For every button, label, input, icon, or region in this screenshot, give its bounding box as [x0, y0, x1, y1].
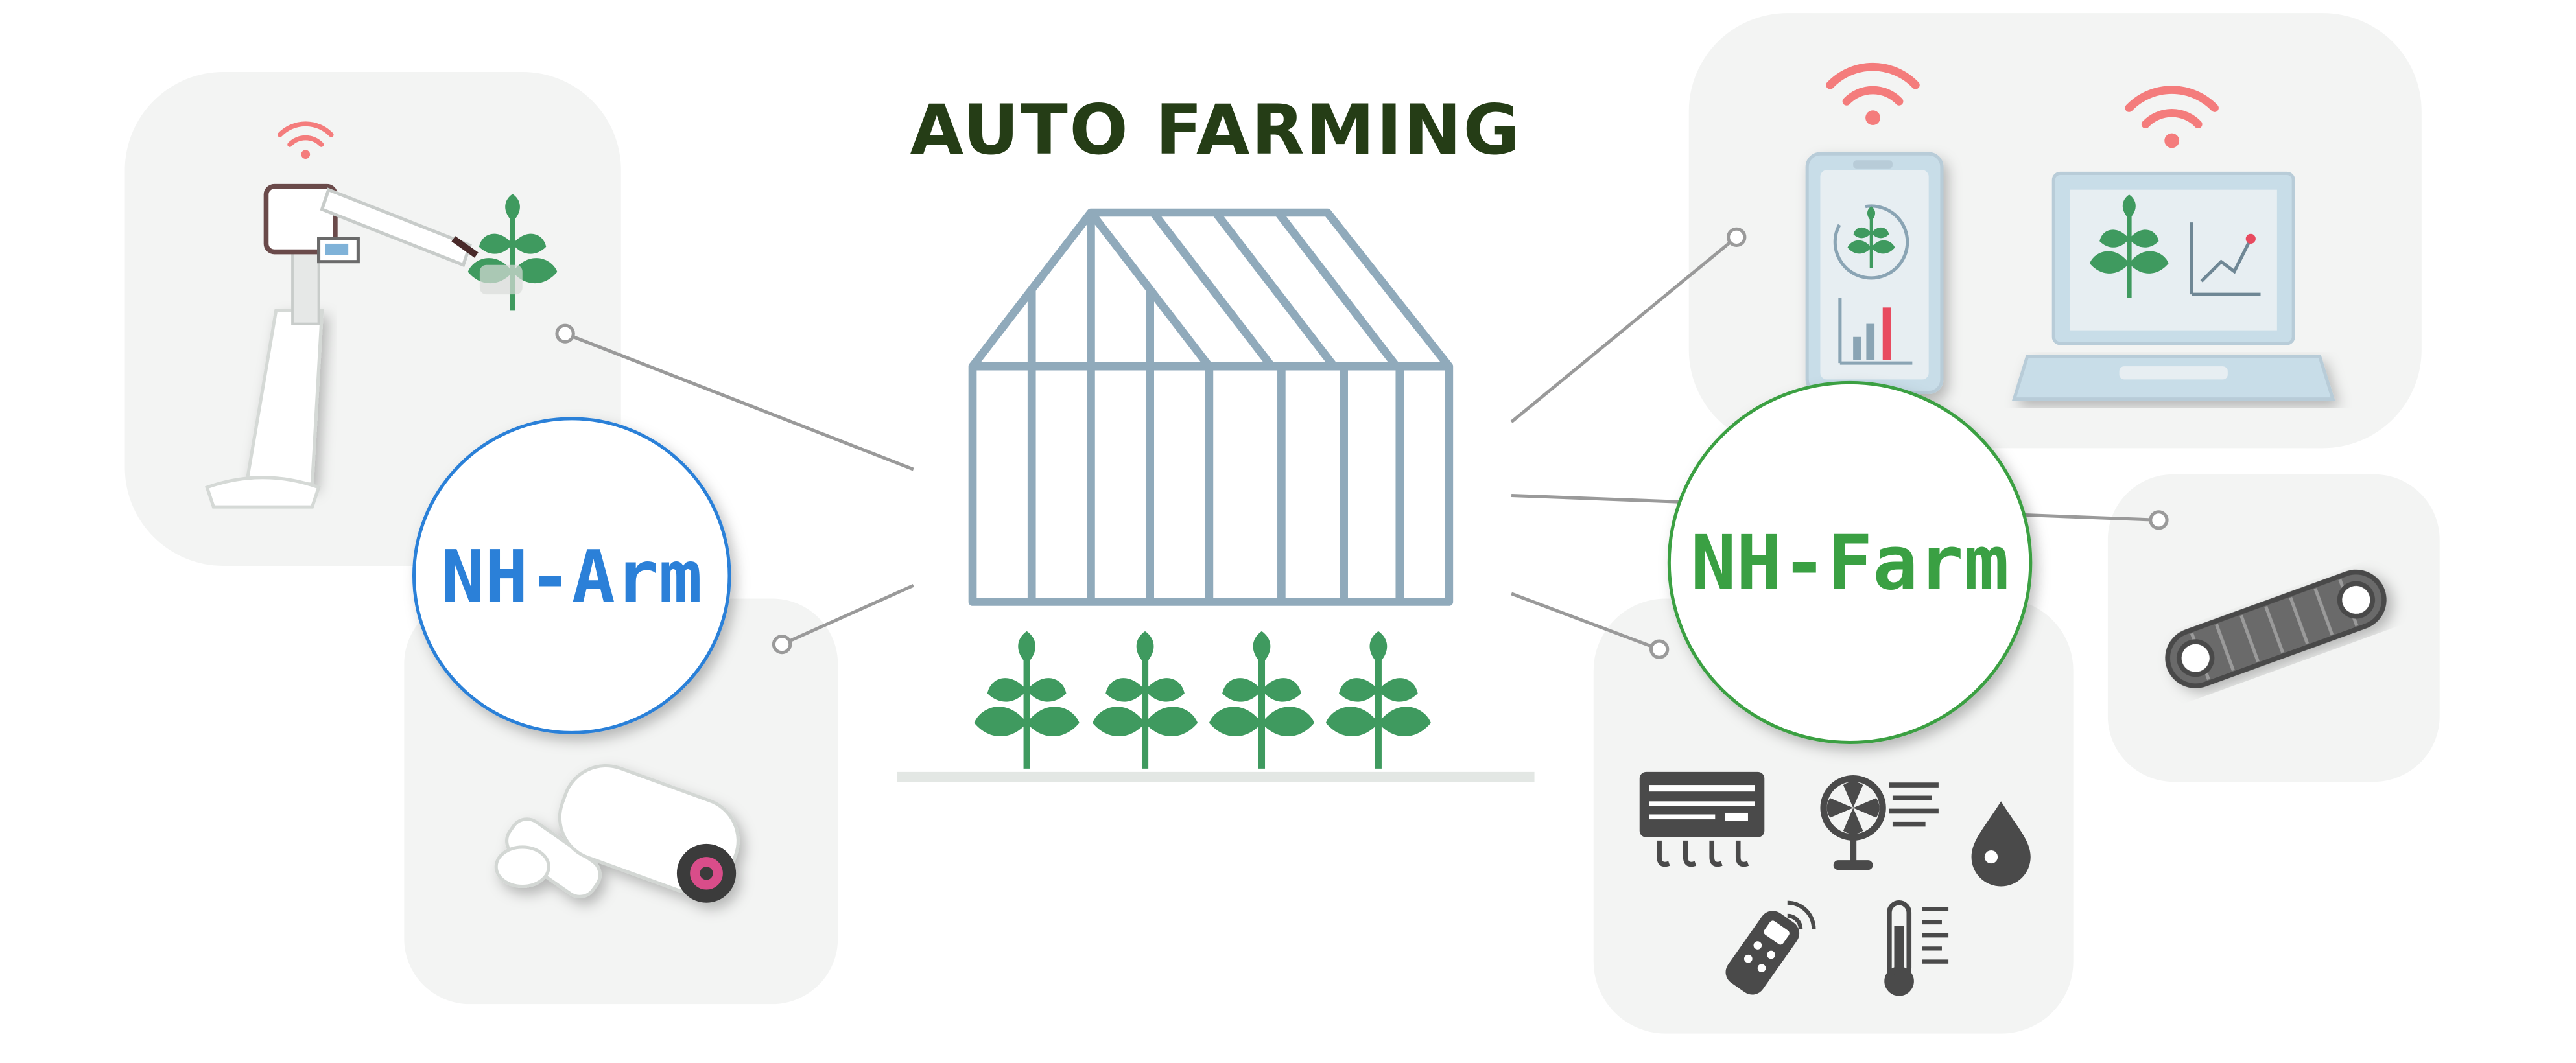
water-drop-highlight — [1984, 850, 1998, 864]
fan-icon — [1820, 775, 1939, 870]
plant-icon — [1093, 631, 1198, 769]
robot-arm-icon — [205, 124, 479, 509]
water-drop-icon — [1971, 801, 2031, 887]
camera-icon — [494, 764, 740, 903]
pot — [479, 264, 523, 295]
signal-waves — [1787, 900, 1816, 929]
connector-dot — [555, 323, 575, 344]
nh-arm-label: NH-Arm — [441, 536, 702, 620]
connector-dot — [2149, 510, 2169, 530]
remote-control-icon — [1725, 911, 1800, 995]
smartphone-icon — [1805, 67, 1944, 395]
connector-dot — [1649, 639, 1670, 659]
nh-farm-label: NH-Farm — [1690, 520, 2009, 607]
nh-arm-badge — [412, 417, 731, 734]
title: AUTO FARMING — [910, 90, 1522, 170]
laptop-icon — [2012, 90, 2335, 401]
nh-farm-badge — [1667, 380, 2033, 744]
greenhouse-icon — [968, 208, 1454, 606]
conveyor-belt-icon — [2165, 569, 2387, 688]
connector-dot — [772, 634, 792, 655]
connector-dot — [1727, 227, 1747, 247]
plant-icon — [1326, 631, 1431, 769]
plant-icon — [1209, 631, 1314, 769]
plant-icon — [975, 631, 1080, 769]
air-conditioner-icon — [1639, 771, 1765, 867]
thermometer-icon — [1884, 900, 1949, 996]
